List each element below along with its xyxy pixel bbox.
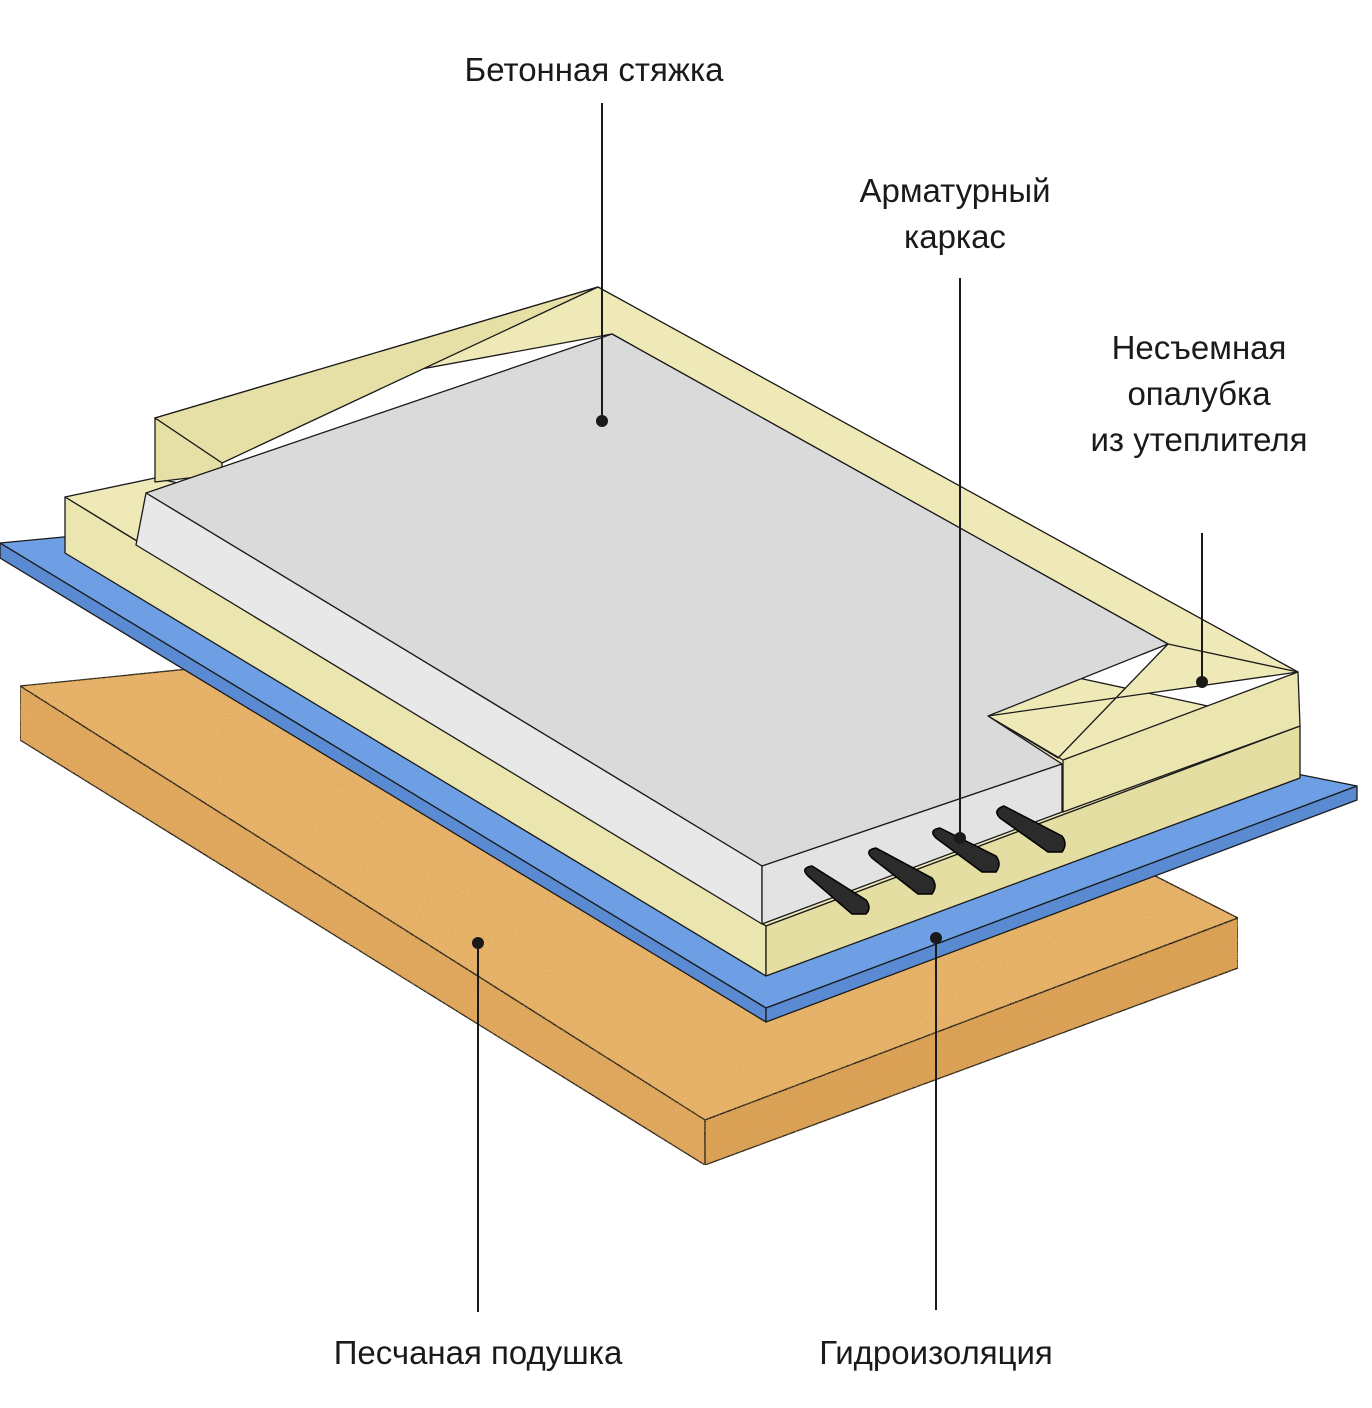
sand-side-face	[704, 917, 1239, 1166]
rebar-end-1	[804, 865, 870, 915]
label-sand-cushion: Песчаная подушка	[333, 1334, 623, 1371]
formwork-right-wall-front	[987, 671, 1301, 813]
label-rebar-line-1: Арматурный	[859, 172, 1051, 209]
label-rebar-line-2: каркас	[904, 218, 1006, 255]
label-insulation-formwork: Несъемная опалубка из утеплителя	[1064, 325, 1334, 463]
label-concrete-screed: Бетонная стяжка	[464, 51, 724, 88]
leader-screed-dot	[596, 415, 608, 427]
rebar-end-3	[932, 827, 1000, 873]
label-formwork-line-2: опалубка	[1127, 375, 1271, 412]
rebar-end-2	[868, 847, 936, 895]
leader-formwork-dot	[1196, 676, 1208, 688]
leader-sand-dot	[472, 937, 484, 949]
rebar-end-4	[996, 805, 1066, 853]
label-rebar-cage: Арматурный каркас	[805, 168, 1105, 260]
membrane-side-edge	[765, 785, 1358, 1023]
leader-rebar-dot	[954, 832, 966, 844]
label-formwork-line-3: из утеплителя	[1090, 421, 1308, 458]
label-waterproofing: Гидроизоляция	[819, 1334, 1053, 1371]
leader-waterproofing-dot	[930, 932, 942, 944]
rebar-cage	[804, 805, 1066, 915]
label-formwork-line-1: Несъемная	[1111, 329, 1287, 366]
formwork-lower-side	[765, 725, 1301, 977]
leader-lines	[472, 103, 1208, 1312]
formwork-upper-tier	[154, 286, 1301, 813]
